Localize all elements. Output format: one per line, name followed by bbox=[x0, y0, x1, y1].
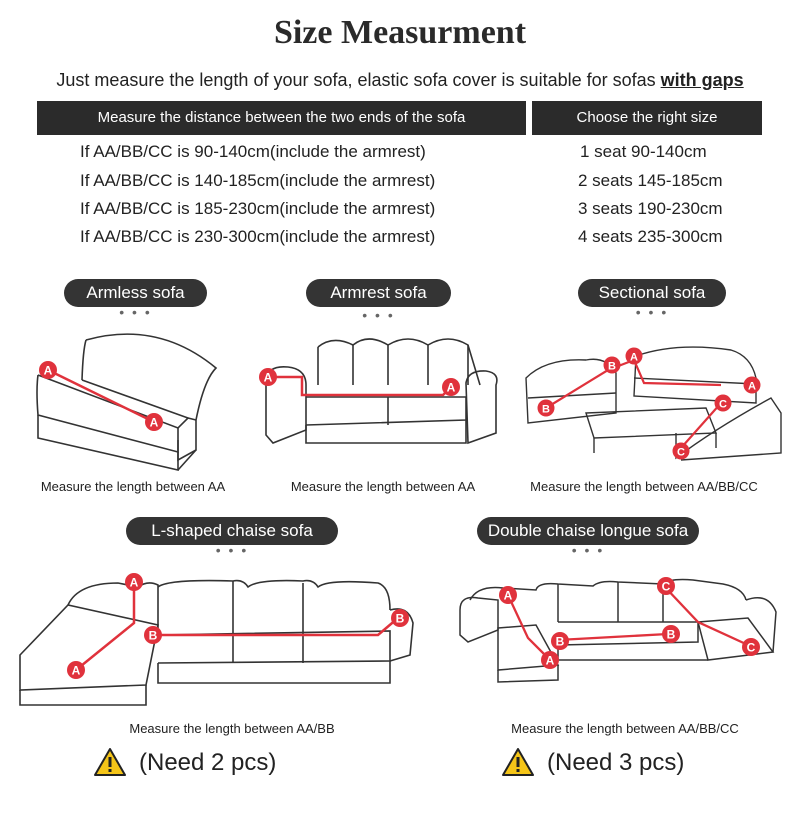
table-row-size: 1 seat 90-140cm bbox=[580, 142, 707, 161]
marker-a-icon bbox=[499, 586, 517, 604]
marker-c-icon bbox=[657, 577, 675, 595]
table-row-size: 4 seats 235-300cm bbox=[578, 227, 723, 246]
marker-label: B bbox=[556, 635, 565, 649]
marker-label: A bbox=[630, 352, 638, 364]
table-row-range: If AA/BB/CC is 140-185cm(include the arm… bbox=[80, 171, 436, 190]
caption-l-shaped: Measure the length between AA/BB bbox=[129, 721, 335, 736]
marker-a-icon bbox=[743, 376, 761, 394]
subtitle: Just measure the length of your sofa, el… bbox=[0, 70, 800, 91]
marker-label: A bbox=[150, 416, 159, 430]
marker-label: C bbox=[662, 580, 671, 594]
subtitle-emphasis: with gaps bbox=[660, 70, 744, 90]
marker-b-icon bbox=[144, 626, 162, 644]
marker-label: B bbox=[667, 628, 676, 642]
marker-label: A bbox=[447, 381, 456, 395]
marker-a-icon bbox=[145, 413, 163, 431]
marker-label: C bbox=[719, 399, 727, 411]
marker-label: B bbox=[149, 629, 158, 643]
label-sectional-sofa: Sectional sofa bbox=[578, 279, 726, 307]
armrest-sofa-illustration: A A bbox=[259, 338, 498, 445]
dots: • • • bbox=[215, 542, 249, 558]
table-row-size: 2 seats 145-185cm bbox=[578, 171, 723, 190]
label-armrest-sofa: Armrest sofa bbox=[306, 279, 451, 307]
marker-b-icon bbox=[537, 399, 555, 417]
marker-label: A bbox=[44, 364, 53, 378]
marker-label: B bbox=[396, 612, 405, 626]
need-3-pcs: (Need 3 pcs) bbox=[547, 749, 685, 776]
marker-a-icon bbox=[39, 361, 57, 379]
marker-a-icon bbox=[541, 651, 559, 669]
table-header-size: Choose the right size bbox=[532, 101, 762, 135]
marker-label: C bbox=[677, 447, 685, 459]
marker-label: A bbox=[130, 576, 139, 590]
marker-a-icon bbox=[67, 661, 85, 679]
marker-label: B bbox=[608, 361, 616, 373]
marker-c-icon bbox=[672, 442, 690, 460]
marker-b-icon bbox=[391, 609, 409, 627]
marker-label: B bbox=[542, 404, 550, 416]
dots: • • • bbox=[362, 307, 395, 323]
label-double-chaise-sofa: Double chaise longue sofa bbox=[477, 517, 699, 545]
marker-c-icon bbox=[714, 394, 732, 412]
l-shaped-sofa-illustration: A A B B bbox=[19, 573, 414, 706]
marker-label: A bbox=[504, 589, 513, 603]
marker-label: A bbox=[72, 664, 81, 678]
marker-a-icon bbox=[125, 573, 143, 591]
marker-b-icon bbox=[551, 632, 569, 650]
dots: • • • bbox=[635, 304, 669, 320]
page-title: Size Measurment bbox=[273, 14, 527, 51]
label-l-shaped-sofa: L-shaped chaise sofa bbox=[126, 517, 338, 545]
dots: • • • bbox=[119, 304, 152, 320]
table-row-range: If AA/BB/CC is 90-140cm(include the armr… bbox=[80, 142, 426, 161]
subtitle-text: Just measure the length of your sofa, el… bbox=[56, 70, 661, 90]
label-armless-sofa: Armless sofa bbox=[64, 279, 207, 307]
caption-armless: Measure the length between AA bbox=[40, 479, 226, 494]
marker-c-icon bbox=[742, 638, 760, 656]
caption-armrest: Measure the length between AA bbox=[290, 479, 476, 494]
armless-sofa-illustration: A A bbox=[36, 333, 218, 472]
marker-label: A bbox=[264, 371, 273, 385]
marker-a-icon bbox=[259, 368, 277, 386]
table-row-range: If AA/BB/CC is 185-230cm(include the arm… bbox=[80, 199, 436, 218]
marker-a-icon bbox=[442, 378, 460, 396]
table-row-range: If AA/BB/CC is 230-300cm(include the arm… bbox=[80, 227, 436, 246]
caption-sectional: Measure the length between AA/BB/CC bbox=[530, 479, 758, 494]
double-chaise-sofa-illustration: A A B B C C bbox=[459, 577, 777, 683]
marker-label: A bbox=[748, 381, 756, 393]
dots: • • • bbox=[571, 542, 605, 558]
warning-triangle-icon bbox=[502, 748, 534, 776]
need-2-pcs: (Need 2 pcs) bbox=[139, 749, 277, 776]
table-header-distance: Measure the distance between the two end… bbox=[37, 101, 526, 135]
marker-label: A bbox=[546, 654, 555, 668]
marker-a-icon bbox=[625, 347, 643, 365]
marker-b-icon bbox=[662, 625, 680, 643]
marker-label: C bbox=[747, 641, 756, 655]
marker-b-icon bbox=[603, 356, 621, 374]
table-row-size: 3 seats 190-230cm bbox=[578, 199, 723, 218]
caption-double-chaise: Measure the length between AA/BB/CC bbox=[511, 721, 739, 736]
warning-triangle-icon bbox=[94, 748, 126, 776]
sectional-sofa-illustration: B B A A C C bbox=[525, 346, 782, 461]
